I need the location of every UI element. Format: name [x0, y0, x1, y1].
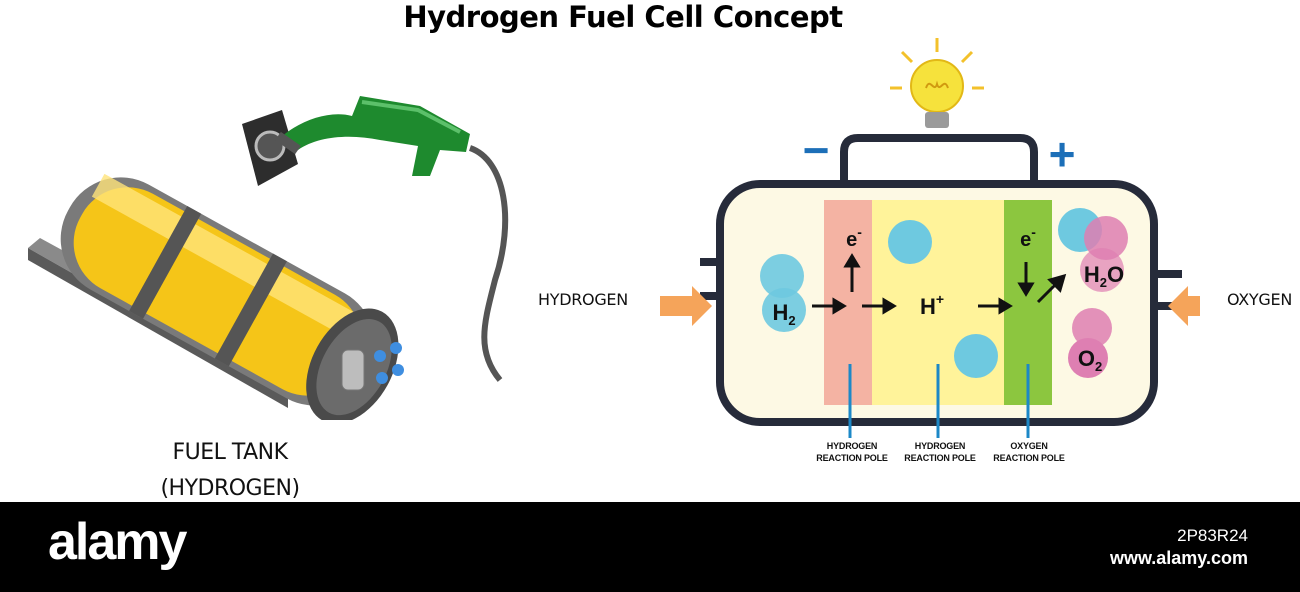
fuel-nozzle — [280, 96, 470, 176]
pole-label-line1: HYDROGEN — [914, 441, 966, 451]
h2-atom — [760, 254, 804, 298]
site-url: www.alamy.com — [1109, 548, 1248, 568]
hydrogen-input-label: HYDROGEN — [538, 290, 628, 309]
fuel-tank-label-line1: FUEL TANK — [172, 440, 288, 465]
hydrogen-input-arrow — [660, 286, 712, 326]
fuel-hose — [468, 145, 509, 382]
pole-label-line2: REACTION POLE — [993, 453, 1065, 463]
o2-atom — [1072, 308, 1112, 348]
light-bulb-icon — [890, 38, 984, 128]
pole-label-line2: REACTION POLE — [904, 453, 976, 463]
tank-port — [374, 350, 386, 362]
pole-label-line1: HYDROGEN — [826, 441, 878, 451]
pole-label-hydrogen-2: HYDROGEN REACTION POLE — [885, 440, 995, 464]
o2-label: O2 — [1078, 346, 1102, 374]
anode-band — [824, 200, 872, 405]
anode-electron-label: e- — [846, 224, 862, 251]
h2o-label: H2O — [1084, 262, 1124, 290]
pole-label-oxygen: OXYGEN REACTION POLE — [974, 440, 1084, 464]
hplus-label: H+ — [920, 291, 944, 319]
cathode-electron-label: e- — [1020, 224, 1036, 251]
fuel-cell-diagram: − + H2 H+ H2O O2 e- e- — [660, 38, 1200, 438]
tank-valve — [341, 349, 365, 391]
tank-strap-1 — [129, 206, 202, 319]
fuel-tank-illustration — [28, 96, 509, 420]
external-circuit — [840, 134, 1038, 192]
brand-logo: alamy — [48, 513, 187, 571]
watermark-footer: alamy 2P83R24 www.alamy.com — [0, 502, 1300, 592]
oxygen-input-label: OXYGEN — [1227, 290, 1292, 309]
image-id: 2P83R24 — [1177, 526, 1248, 545]
h2-label: H2 — [772, 300, 795, 328]
flow-arrow-4 — [1036, 282, 1058, 304]
oxygen-input-arrow — [1168, 286, 1200, 326]
pole-label-line1: OXYGEN — [1010, 441, 1048, 451]
page-title: Hydrogen Fuel Cell Concept — [403, 0, 843, 34]
pole-label-hydrogen-1: HYDROGEN REACTION POLE — [797, 440, 907, 464]
o-atom — [1084, 216, 1128, 260]
positive-terminal: + — [1049, 128, 1076, 180]
hydrogen-ion-atom — [888, 220, 932, 264]
tank-strap-2 — [214, 253, 287, 367]
negative-terminal: − — [803, 124, 830, 176]
pole-label-line2: REACTION POLE — [816, 453, 888, 463]
tank-body — [60, 173, 399, 420]
fuel-tank-label-line2: (HYDROGEN) — [160, 476, 300, 501]
